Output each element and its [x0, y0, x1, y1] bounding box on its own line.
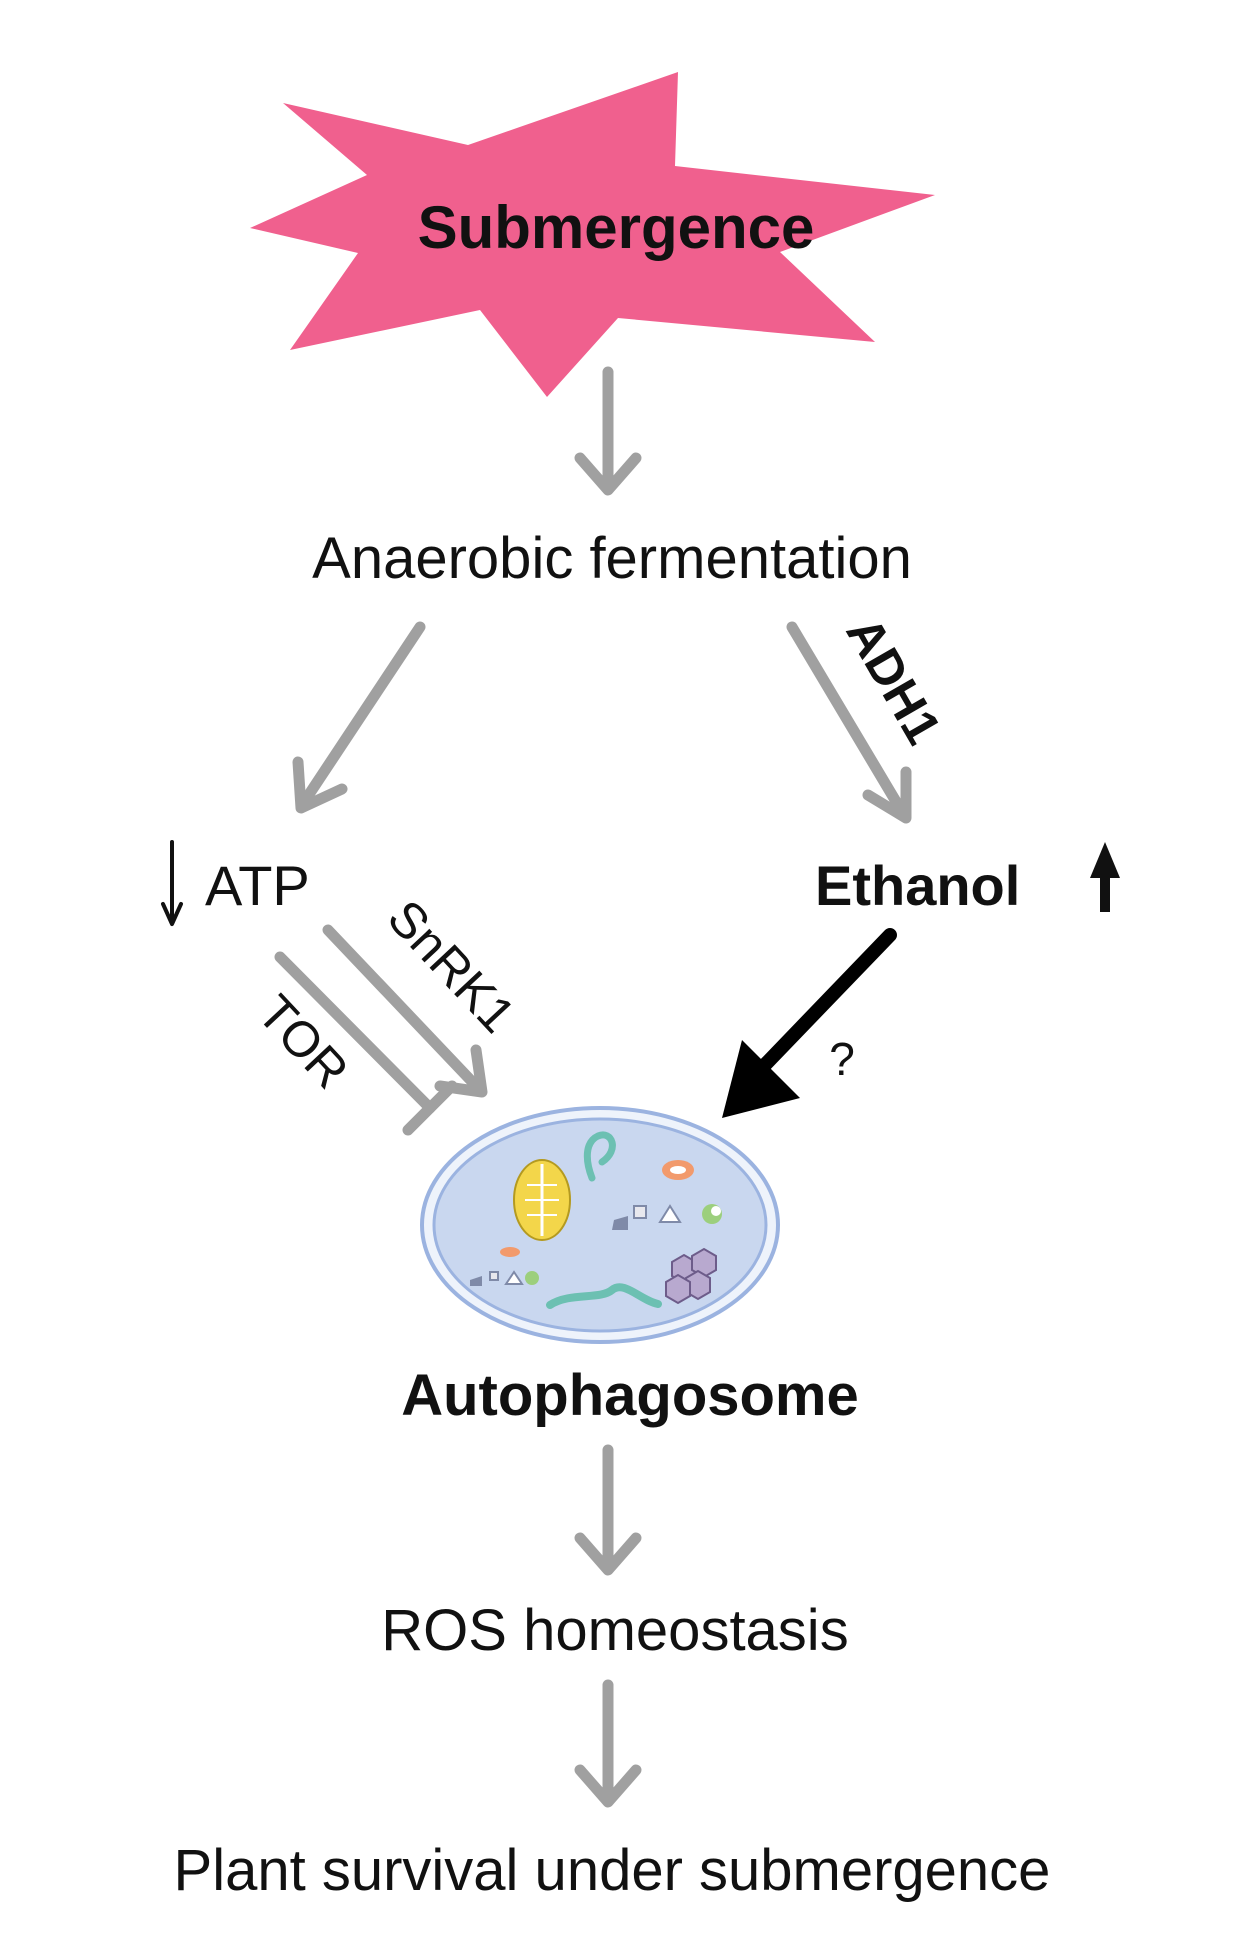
autophagosome-vesicle-icon [420, 1106, 780, 1344]
arrow-tor-inhibition [274, 951, 458, 1136]
arrow-fermentation-to-ethanol [786, 621, 912, 824]
arrow-fermentation-to-atp [292, 621, 426, 814]
arrow-submergence-to-fermentation [574, 366, 642, 496]
arrow-ros-to-survival [574, 1679, 642, 1808]
submergence-starburst [250, 72, 935, 397]
atp-label: ATP [205, 854, 310, 917]
arrow-autophagosome-to-ros [574, 1444, 642, 1576]
submergence-label: Submergence [418, 194, 815, 261]
plant-survival-label: Plant survival under submergence [174, 1838, 1051, 1903]
question-mark-label: ? [829, 1033, 855, 1085]
tor-label: TOR [247, 984, 359, 1099]
ethanol-increase-arrow [1090, 842, 1120, 912]
atp-decrease-arrow [161, 840, 183, 926]
arrow-ethanol-to-autophagosome [722, 928, 897, 1118]
ethanol-label: Ethanol [815, 854, 1020, 917]
autophagosome-label: Autophagosome [401, 1363, 859, 1428]
ros-homeostasis-label: ROS homeostasis [381, 1598, 848, 1663]
snrk1-label: SnRK1 [377, 889, 526, 1043]
anaerobic-fermentation-label: Anaerobic fermentation [312, 526, 912, 591]
